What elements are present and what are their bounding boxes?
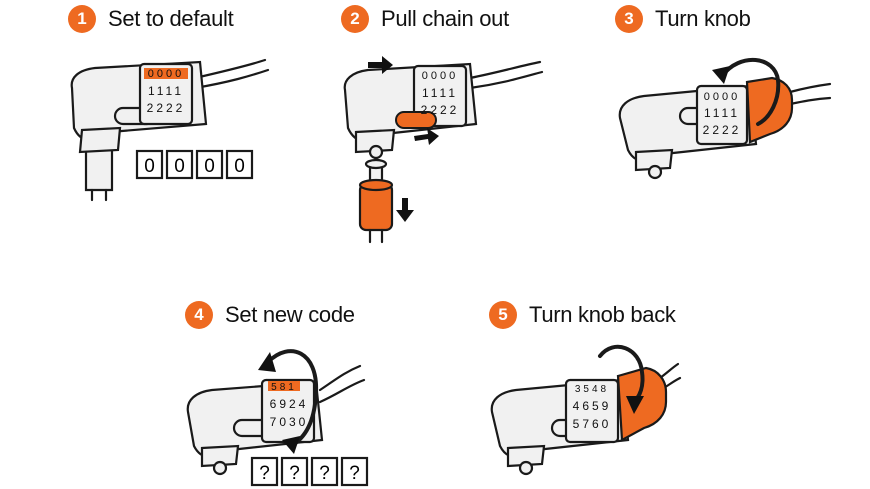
rotate-arrow-icon (266, 349, 319, 446)
step-4-code-digit-3: ? (319, 463, 330, 484)
rotate-arrow-icon (598, 344, 645, 404)
step-3-lock-illustration: 0000 1111 2222 (618, 58, 832, 180)
step-5-row-3: 5760 (573, 417, 612, 431)
step-1-header: 1 Set to default (68, 5, 234, 33)
step-3-badge: 3 (615, 5, 643, 33)
step-4-row-2: 6924 (270, 397, 309, 411)
step-1-code-boxes: 0 0 0 0 (135, 149, 254, 180)
step-4-row-1: 581 (271, 382, 297, 393)
step-4-row-3: 7030 (270, 415, 309, 429)
step-2-row-2: 1111 (422, 86, 458, 100)
step-1-row-3: 2222 (147, 101, 186, 115)
step-2-badge: 2 (341, 5, 369, 33)
step-4-code-digit-1: ? (259, 463, 270, 484)
step-1-code-digit-3: 0 (204, 156, 215, 177)
step-5-row-1: 3548 (575, 384, 609, 395)
step-4-label: Set new code (225, 302, 355, 327)
step-1-code-digit-2: 0 (174, 156, 185, 177)
step-4-lock-illustration: 581 6924 7030 (186, 349, 366, 476)
step-3-label: Turn knob (655, 6, 751, 31)
right-arrow-icon (414, 128, 439, 145)
step-5-badge: 5 (489, 301, 517, 329)
step-2-lock-illustration: 0000 1111 2222 (343, 56, 544, 244)
step-1-badge: 1 (68, 5, 96, 33)
rotate-arrow-icon (720, 58, 781, 126)
step-5-lock-illustration: 3548 4659 5760 (490, 344, 682, 476)
step-2-row-3: 2222 (421, 103, 460, 117)
step-4-code-digit-2: ? (289, 463, 300, 484)
step-5-label: Turn knob back (529, 302, 676, 327)
step-2-header: 2 Pull chain out (341, 5, 509, 33)
step-3-row-1: 0000 (704, 91, 740, 103)
step-1-code-digit-1: 0 (144, 156, 155, 177)
right-arrow-icon (368, 56, 393, 74)
step-2-label: Pull chain out (381, 6, 509, 31)
step-3-row-3: 2222 (703, 123, 742, 137)
step-5-row-2: 4659 (573, 399, 612, 413)
step-1-row-2: 1111 (148, 84, 184, 98)
step-3-header: 3 Turn knob (615, 5, 751, 33)
step-3-row-2: 1111 (704, 106, 740, 120)
down-arrow-icon (396, 198, 414, 222)
step-1-lock-illustration: 0000 1111 2222 (70, 58, 270, 202)
step-4-code-digit-4: ? (349, 463, 360, 484)
step-4-badge: 4 (185, 301, 213, 329)
step-1-code-digit-4: 0 (234, 156, 245, 177)
step-2-row-1: 0000 (422, 70, 458, 82)
step-1-wheel-highlight (144, 68, 188, 79)
lock-pin-illustration (358, 158, 394, 244)
step-4-header: 4 Set new code (185, 301, 355, 329)
step-1-label: Set to default (108, 6, 234, 31)
step-1-row-1: 0000 (148, 68, 184, 80)
step-4-code-boxes: ? ? ? ? (250, 456, 369, 487)
step-5-header: 5 Turn knob back (489, 301, 676, 329)
